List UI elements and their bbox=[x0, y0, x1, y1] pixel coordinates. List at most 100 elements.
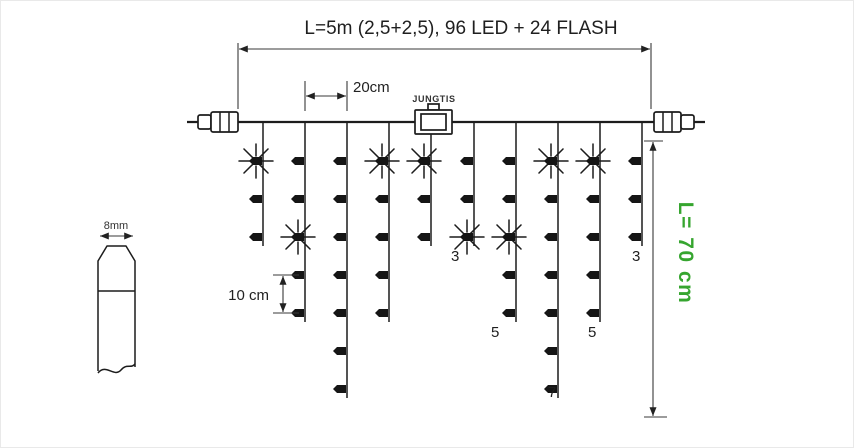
led-bulb bbox=[249, 233, 262, 241]
led-spacing-label: 10 cm bbox=[228, 287, 269, 304]
led-bulb bbox=[333, 347, 346, 355]
flash-ray bbox=[553, 163, 564, 174]
flash-led-starburst bbox=[575, 143, 611, 179]
flash-ray bbox=[384, 163, 395, 174]
junction-label: JUNGTIS bbox=[412, 94, 455, 104]
drop-2 bbox=[280, 123, 316, 322]
flash-ray bbox=[369, 148, 380, 159]
led-bulb bbox=[417, 157, 430, 165]
flash-ray bbox=[411, 148, 422, 159]
led-bulb bbox=[333, 309, 346, 317]
flash-ray bbox=[454, 224, 465, 235]
led-bulb bbox=[628, 195, 641, 203]
flash-ray bbox=[300, 224, 311, 235]
flash-led-starburst bbox=[533, 143, 569, 179]
led-bulb bbox=[333, 233, 346, 241]
led-bulb bbox=[249, 157, 262, 165]
led-bulb bbox=[586, 271, 599, 279]
flash-ray bbox=[553, 148, 564, 159]
led-count-label: 5 bbox=[491, 324, 499, 341]
led-bulb bbox=[291, 195, 304, 203]
flash-ray bbox=[285, 239, 296, 250]
led-bulb bbox=[333, 157, 346, 165]
led-bulb bbox=[544, 233, 557, 241]
led-bulb bbox=[544, 195, 557, 203]
flash-ray bbox=[300, 239, 311, 250]
led-bulb bbox=[502, 157, 515, 165]
drop-spacing-dimension: 20cm bbox=[304, 79, 390, 111]
led-bulb bbox=[544, 271, 557, 279]
flash-ray bbox=[538, 163, 549, 174]
drop-6 bbox=[449, 123, 485, 255]
drop-7 bbox=[491, 123, 527, 322]
flash-ray bbox=[258, 148, 269, 159]
led-bulb bbox=[628, 157, 641, 165]
flash-led-starburst bbox=[364, 143, 400, 179]
flash-ray bbox=[595, 148, 606, 159]
flash-ray bbox=[469, 224, 480, 235]
led-bulb bbox=[375, 195, 388, 203]
flash-ray bbox=[595, 163, 606, 174]
flash-ray bbox=[511, 224, 522, 235]
led-count-label: 3 bbox=[451, 248, 459, 265]
flash-ray bbox=[469, 239, 480, 250]
led-bulb bbox=[586, 309, 599, 317]
flash-led-starburst bbox=[491, 219, 527, 255]
plug-body bbox=[653, 111, 682, 133]
drop-8 bbox=[533, 123, 569, 398]
drop-9 bbox=[575, 123, 611, 322]
junction-nub bbox=[427, 103, 440, 111]
led-count-label: 7 bbox=[548, 384, 556, 401]
led-bulb bbox=[544, 385, 557, 393]
led-count-label: 3 bbox=[632, 248, 640, 265]
flash-ray bbox=[426, 148, 437, 159]
plug-connector-right bbox=[653, 111, 695, 133]
led-bulb bbox=[375, 157, 388, 165]
plug-cap bbox=[680, 114, 695, 130]
total-length-label: L=5m (2,5+2,5), 96 LED + 24 FLASH bbox=[304, 18, 617, 39]
flash-ray bbox=[538, 148, 549, 159]
plug-body-outline bbox=[97, 245, 136, 371]
drop-4 bbox=[364, 123, 400, 322]
flash-led-starburst bbox=[406, 143, 442, 179]
led-bulb bbox=[291, 157, 304, 165]
led-bulb bbox=[460, 233, 473, 241]
flash-ray bbox=[496, 239, 507, 250]
led-bulb bbox=[375, 309, 388, 317]
led-bulb bbox=[586, 157, 599, 165]
led-bulb bbox=[249, 195, 262, 203]
junction-box bbox=[414, 103, 453, 135]
flash-led-starburst bbox=[280, 219, 316, 255]
drop-spacing-label: 20cm bbox=[353, 79, 390, 96]
led-count-label: 5 bbox=[588, 324, 596, 341]
led-bulb bbox=[460, 157, 473, 165]
flash-ray bbox=[369, 163, 380, 174]
flash-ray bbox=[384, 148, 395, 159]
flash-ray bbox=[580, 148, 591, 159]
flash-ray bbox=[243, 163, 254, 174]
led-bulb bbox=[544, 157, 557, 165]
led-bulb bbox=[502, 271, 515, 279]
plug-diameter-label: 8mm bbox=[104, 220, 128, 232]
drop-3 bbox=[333, 123, 348, 398]
flash-ray bbox=[258, 163, 269, 174]
led-bulb bbox=[460, 195, 473, 203]
led-bulb bbox=[544, 347, 557, 355]
drops-layer: 3 5 7 5 3 bbox=[238, 123, 643, 401]
plug-cap bbox=[197, 114, 212, 130]
led-bulb bbox=[333, 271, 346, 279]
led-bulb bbox=[417, 233, 430, 241]
flash-ray bbox=[454, 239, 465, 250]
led-bulb bbox=[586, 195, 599, 203]
led-bulb bbox=[502, 195, 515, 203]
flash-ray bbox=[285, 224, 296, 235]
led-bulb bbox=[586, 233, 599, 241]
flash-ray bbox=[411, 163, 422, 174]
led-bulb bbox=[333, 385, 346, 393]
led-bulb bbox=[502, 233, 515, 241]
led-bulb bbox=[291, 233, 304, 241]
plug-body bbox=[210, 111, 239, 133]
flash-ray bbox=[243, 148, 254, 159]
